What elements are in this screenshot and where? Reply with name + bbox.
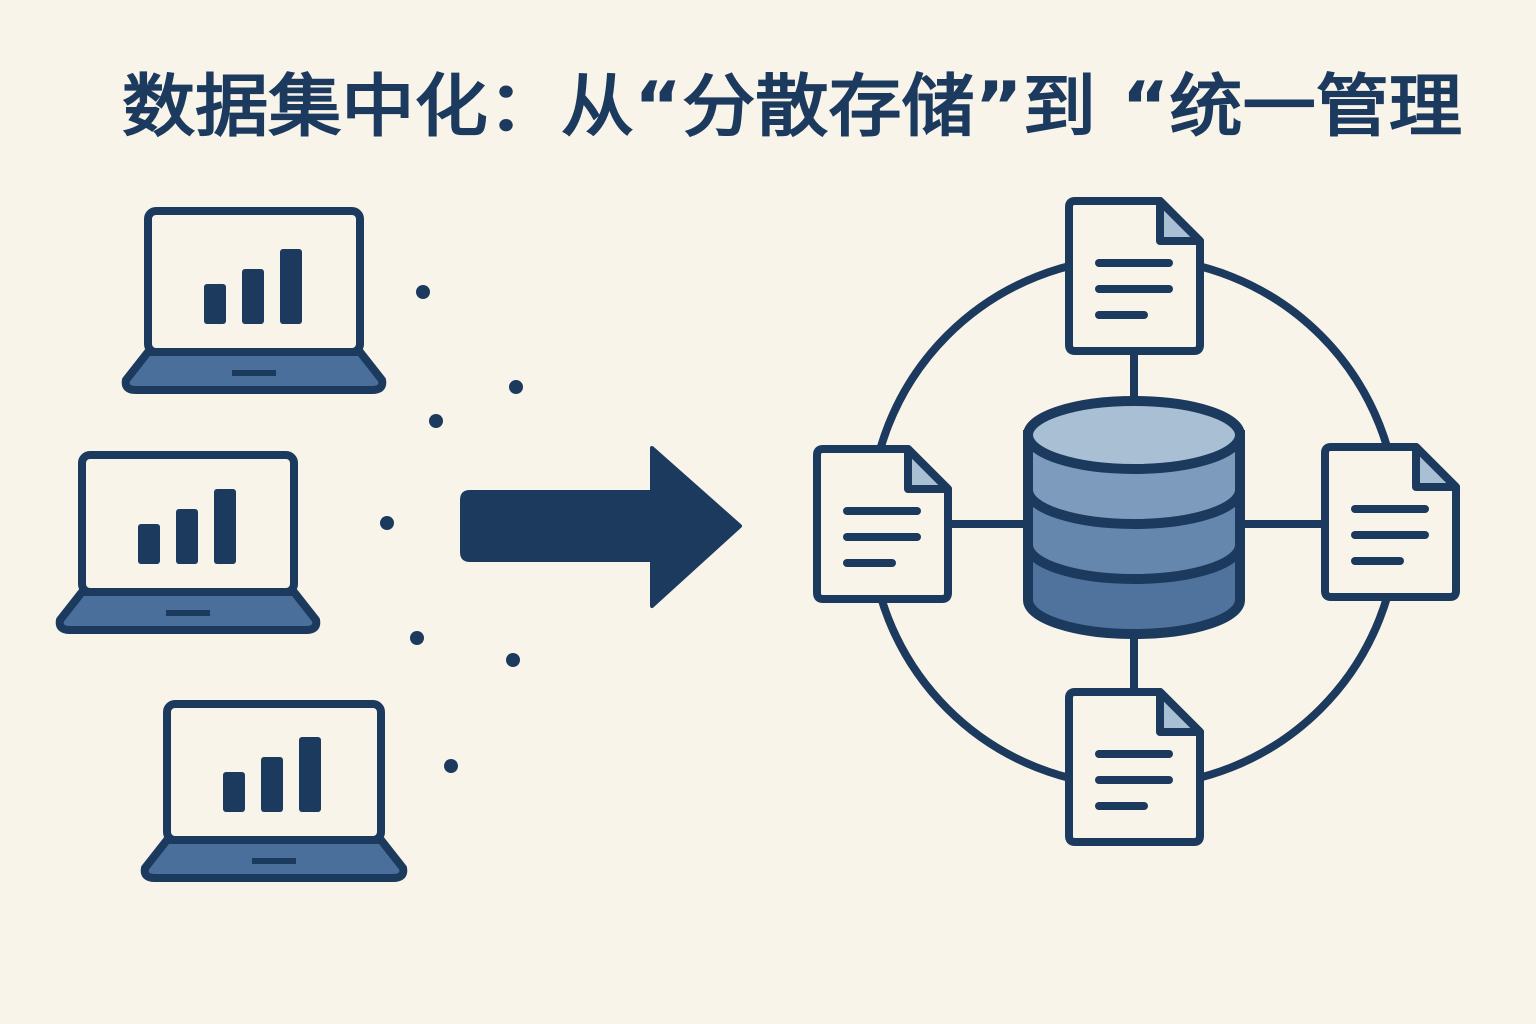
data-dot — [410, 631, 424, 645]
bar-chart-bar — [138, 524, 160, 564]
bar-chart-bar — [214, 489, 236, 564]
arrow-icon — [460, 446, 742, 608]
bar-chart-bar — [176, 509, 198, 564]
laptop-icon — [121, 207, 387, 394]
document-icon — [1321, 443, 1460, 601]
documents-group — [813, 197, 1460, 846]
data-dot — [444, 759, 458, 773]
bar-chart-bar — [204, 284, 226, 324]
laptops-group — [55, 207, 408, 882]
laptop-icon — [55, 451, 321, 634]
document-icon — [813, 445, 952, 603]
data-dot — [506, 653, 520, 667]
document-icon — [1065, 197, 1204, 355]
bar-chart-bar — [299, 737, 321, 812]
bar-chart-bar — [242, 269, 264, 324]
document-icon — [1065, 688, 1204, 846]
bar-chart-bar — [280, 249, 302, 324]
connector-lines — [946, 350, 1325, 692]
diagram-title: 数据集中化：从“分散存储”到 “统一管理 — [122, 68, 1462, 147]
database-icon — [1023, 396, 1245, 639]
bar-chart-bar — [223, 772, 245, 812]
scatter-dots — [380, 285, 523, 773]
data-dot — [429, 414, 443, 428]
data-dot — [509, 380, 523, 394]
data-dot — [416, 285, 430, 299]
bar-chart-bar — [261, 757, 283, 812]
data-dot — [380, 516, 394, 530]
laptop-icon — [140, 700, 408, 882]
